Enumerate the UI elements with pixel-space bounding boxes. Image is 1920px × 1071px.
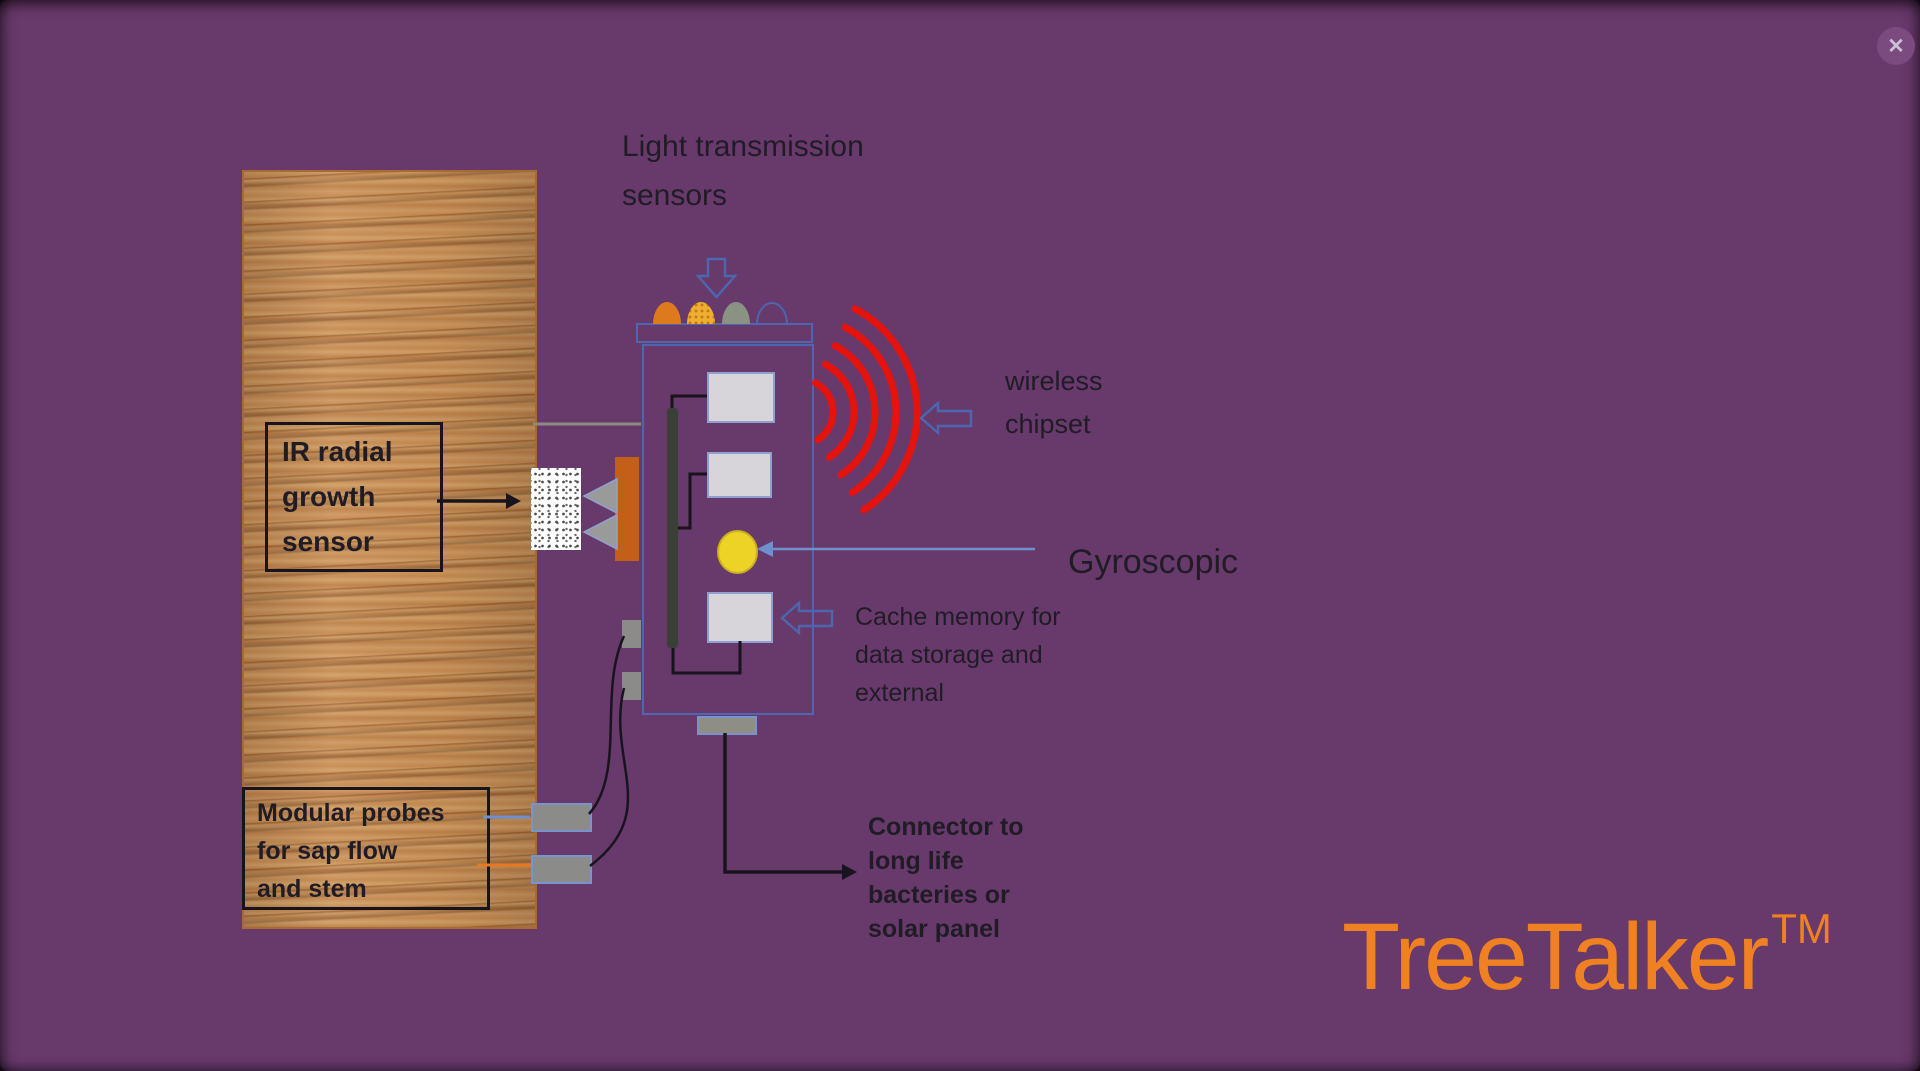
battery-arrow-head-icon (842, 864, 857, 880)
cache-memory-label: Cache memory for data storage and extern… (855, 603, 1061, 707)
close-button[interactable]: ✕ (1877, 27, 1915, 65)
light-sensor-dome-dotted (687, 302, 715, 324)
chip-cache-memory (707, 592, 773, 643)
connector-label: Connector to long life bacteries or sola… (868, 813, 1024, 943)
wireless-arrow-icon (919, 400, 973, 436)
probe-cables (588, 635, 630, 867)
bottom-connector (697, 716, 757, 735)
tree-trunk-image (242, 170, 537, 929)
side-connector-bottom (622, 672, 641, 700)
light-transmission-label: Light transmission sensors (622, 130, 864, 212)
trademark-symbol: TM (1771, 905, 1832, 952)
modular-probes-label: Modular probes for sap flow and stem (242, 787, 490, 910)
gyroscopic-label: Gyroscopic (1068, 543, 1239, 581)
light-sensor-dome-gray (722, 302, 750, 324)
wireless-signal-arcs-icon (812, 305, 921, 514)
emitter-triangle-bottom (582, 513, 618, 551)
treetalker-logo: TreeTalkerTM (1342, 903, 1832, 1012)
emitter-triangle-top (582, 477, 618, 515)
ir-radial-growth-sensor-label: IR radial growth sensor (265, 422, 443, 572)
logo-text: TreeTalker (1342, 904, 1769, 1010)
sensor-mount-block (615, 457, 639, 561)
chip-processor (707, 452, 772, 498)
ir-emitter-window (531, 468, 581, 550)
close-icon: ✕ (1887, 34, 1905, 58)
light-sensor-dome-orange (653, 302, 681, 324)
device-lid (636, 323, 813, 343)
down-arrow-icon (695, 257, 738, 299)
battery-connector-line (723, 733, 842, 874)
sap-flow-probe-2 (531, 855, 592, 884)
sap-flow-probe-1 (531, 803, 592, 832)
gyroscope-dot (717, 530, 758, 574)
wireless-chipset-label: wireless chipset (1005, 366, 1103, 439)
side-connector-top (622, 620, 641, 648)
chip-wireless (707, 372, 775, 423)
device-body (642, 344, 814, 715)
light-sensor-dome-outline (756, 302, 788, 324)
battery-bar (667, 408, 678, 648)
